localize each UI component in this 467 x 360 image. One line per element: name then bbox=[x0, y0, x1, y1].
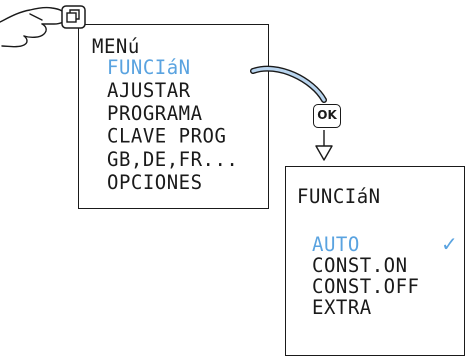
check-icon: ✓ bbox=[441, 232, 458, 256]
main-menu-screen: MENú FUNCIáN AJUSTAR PROGRAMA CLAVE PROG… bbox=[78, 24, 269, 209]
function-item-auto[interactable]: AUTO bbox=[312, 232, 360, 256]
function-menu-title: FUNCIáN bbox=[297, 184, 381, 208]
function-item-const-on[interactable]: CONST.ON bbox=[312, 253, 408, 277]
function-item-const-off[interactable]: CONST.OFF bbox=[312, 274, 420, 298]
function-item-extra[interactable]: EXTRA bbox=[312, 295, 372, 319]
main-menu-title: MENú bbox=[92, 34, 140, 58]
hand-pressing-icon bbox=[0, 6, 67, 48]
menu-item-clave-prog[interactable]: CLAVE PROG bbox=[107, 124, 227, 148]
menu-item-ajustar[interactable]: AJUSTAR bbox=[107, 78, 191, 102]
menu-item-opciones[interactable]: OPCIONES bbox=[107, 170, 203, 194]
menu-item-language[interactable]: GB,DE,FR... bbox=[107, 147, 239, 171]
menu-item-funcion[interactable]: FUNCIáN bbox=[107, 55, 191, 79]
down-arrow-icon bbox=[315, 130, 333, 161]
function-menu-screen: FUNCIáN AUTO CONST.ON CONST.OFF EXTRA bbox=[285, 166, 465, 356]
ok-button[interactable]: OK bbox=[313, 104, 341, 128]
menu-item-programa[interactable]: PROGRAMA bbox=[107, 101, 203, 125]
